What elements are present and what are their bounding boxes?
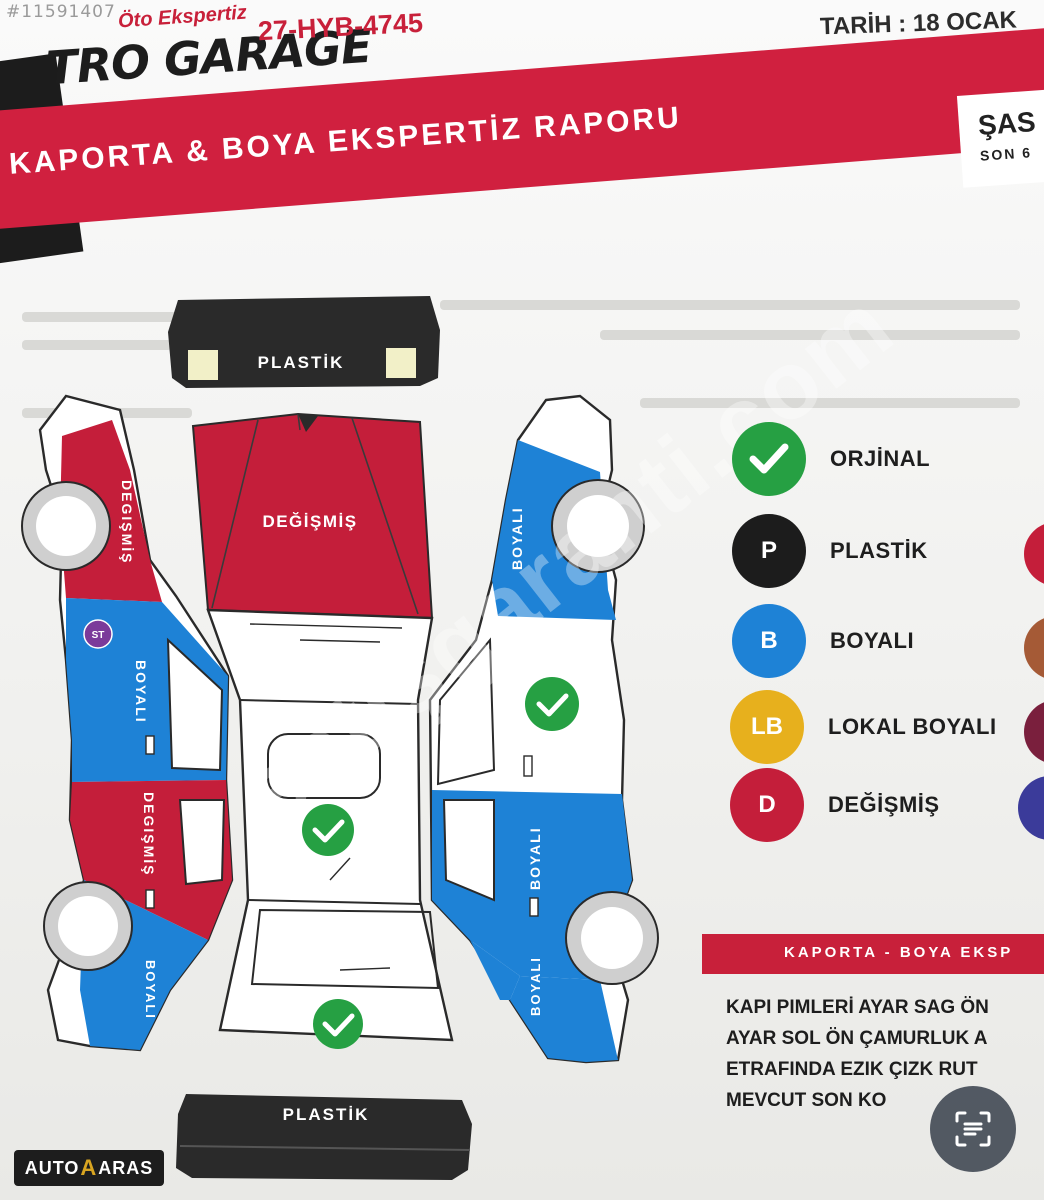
legend-code-local-painted: LB bbox=[730, 690, 804, 764]
right-rear-fender-label: BOYALI bbox=[528, 956, 543, 1016]
legend-item-plastic: P PLASTİK bbox=[732, 514, 928, 588]
rear-bumper bbox=[176, 1094, 472, 1180]
note-line: ETRAFINDA EZIK ÇIZK RUT bbox=[726, 1059, 978, 1080]
edge-legend-dot bbox=[1024, 700, 1044, 764]
check-icon bbox=[302, 804, 354, 856]
legend-label-original: ORJİNAL bbox=[830, 446, 931, 471]
legend-code-painted: B bbox=[732, 604, 806, 678]
legend-item-original: ORJİNAL bbox=[732, 422, 930, 496]
notes-section-header bbox=[702, 934, 1044, 974]
logo-mid: A bbox=[80, 1155, 98, 1180]
check-icon bbox=[732, 422, 806, 496]
logo-right: ARAS bbox=[98, 1157, 154, 1178]
scan-text-icon bbox=[955, 1111, 991, 1147]
st-badge: ST bbox=[92, 630, 105, 641]
edge-legend-dot bbox=[1024, 616, 1044, 680]
check-icon bbox=[525, 677, 579, 731]
legend-item-local-painted: LB LOKAL BOYALI bbox=[730, 690, 997, 764]
note-line: AYAR SOL ÖN ÇAMURLUK A bbox=[726, 1028, 988, 1049]
right-side bbox=[428, 394, 659, 1064]
legend-code-plastic: P bbox=[732, 514, 806, 588]
rear-bumper-label: PLASTİK bbox=[283, 1105, 370, 1124]
note-line: KAPI PIMLERİ AYAR SAG ÖN bbox=[726, 997, 989, 1018]
logo-left: AUTO bbox=[24, 1157, 80, 1178]
legend-item-painted: B BOYALI bbox=[732, 604, 914, 678]
front-bumper bbox=[168, 296, 440, 388]
right-front-fender-label: BOYALI bbox=[509, 506, 525, 570]
left-rear-fender-label: BOYALI bbox=[143, 960, 158, 1020]
note-line: MEVCUT SON KO bbox=[726, 1090, 887, 1111]
autoaras-logo: AUTO A ARAS bbox=[14, 1150, 164, 1186]
hood bbox=[191, 412, 434, 620]
left-rear-door-label: DEGIŞMİŞ bbox=[141, 792, 157, 876]
legend-label-plastic: PLASTİK bbox=[830, 538, 928, 563]
hood-label: DEĞİŞMİŞ bbox=[262, 512, 357, 531]
edge-legend-dot bbox=[1024, 522, 1044, 586]
damage-notes: KAPI PIMLERİ AYAR SAG ÖN AYAR SOL ÖN ÇAM… bbox=[726, 992, 1044, 1116]
listing-id-watermark: #11591407 bbox=[6, 2, 116, 22]
legend-code-changed: D bbox=[730, 768, 804, 842]
left-side bbox=[21, 394, 234, 1052]
legend-item-changed: D DEĞİŞMİŞ bbox=[730, 768, 940, 842]
scan-text-button[interactable] bbox=[930, 1086, 1016, 1172]
left-front-fender-label: DEGIŞMİŞ bbox=[119, 480, 135, 564]
legend-label-local-painted: LOKAL BOYALI bbox=[828, 714, 997, 739]
legend-label-changed: DEĞİŞMİŞ bbox=[828, 792, 940, 817]
right-rear-door-label: BOYALI bbox=[527, 826, 543, 890]
left-front-door-label: BOYALI bbox=[133, 660, 149, 724]
legend-label-painted: BOYALI bbox=[830, 628, 915, 653]
check-icon bbox=[313, 999, 363, 1049]
notes-section-title: KAPORTA - BOYA EKSP bbox=[784, 944, 1014, 961]
front-bumper-label: PLASTİK bbox=[258, 353, 345, 372]
